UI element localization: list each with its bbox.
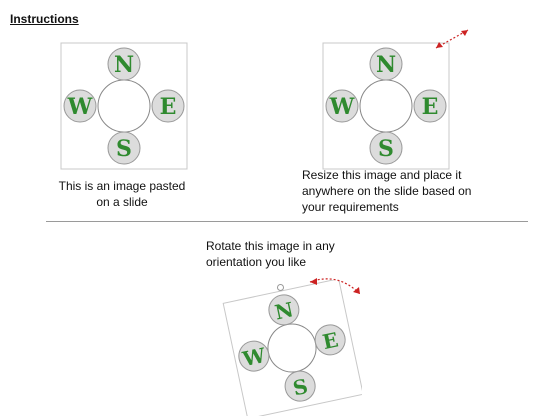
divider [46,221,528,222]
rotate-handle[interactable] [277,284,284,291]
west-ball: W [238,340,270,372]
center-ring [97,79,151,133]
west-letter: W [329,94,355,120]
caption-resize: Resize this image and place it anywhere … [302,167,502,215]
page-title: Instructions [10,12,79,26]
center-ring [267,323,317,373]
west-ball: W [63,89,97,123]
caption-line: Resize this image and place it anywhere … [302,168,472,214]
west-letter: W [240,343,268,371]
north-letter: N [376,52,396,78]
east-letter: E [320,328,340,355]
east-ball: E [314,324,346,356]
west-letter: W [67,94,93,120]
south-ball: S [107,131,141,165]
south-ball: S [369,131,403,165]
south-letter: S [378,136,394,162]
south-letter: S [116,136,132,162]
compass-image-rotated[interactable]: N S W E [222,280,362,416]
west-ball: W [325,89,359,123]
east-letter: E [422,94,439,120]
north-ball: N [268,294,300,326]
compass-image-resize[interactable]: N S W E [322,42,450,170]
north-letter: N [273,297,296,324]
south-ball: S [284,370,316,402]
east-ball: E [151,89,185,123]
caption-rotate: Rotate this image in any orientation you… [206,238,366,270]
resize-arrow-icon [435,29,469,49]
compass-image-pasted[interactable]: N S W E [60,42,188,170]
east-letter: E [160,94,177,120]
north-ball: N [369,47,403,81]
north-letter: N [114,52,134,78]
east-ball: E [413,89,447,123]
center-ring [359,79,413,133]
caption-pasted: This is an image pasted on a slide [58,178,186,210]
rotate-arrow-icon [309,278,361,295]
north-ball: N [107,47,141,81]
caption-line: This is an image pasted on a slide [58,179,186,209]
south-letter: S [291,374,310,400]
caption-line: Rotate this image in any orientation you… [206,239,335,269]
